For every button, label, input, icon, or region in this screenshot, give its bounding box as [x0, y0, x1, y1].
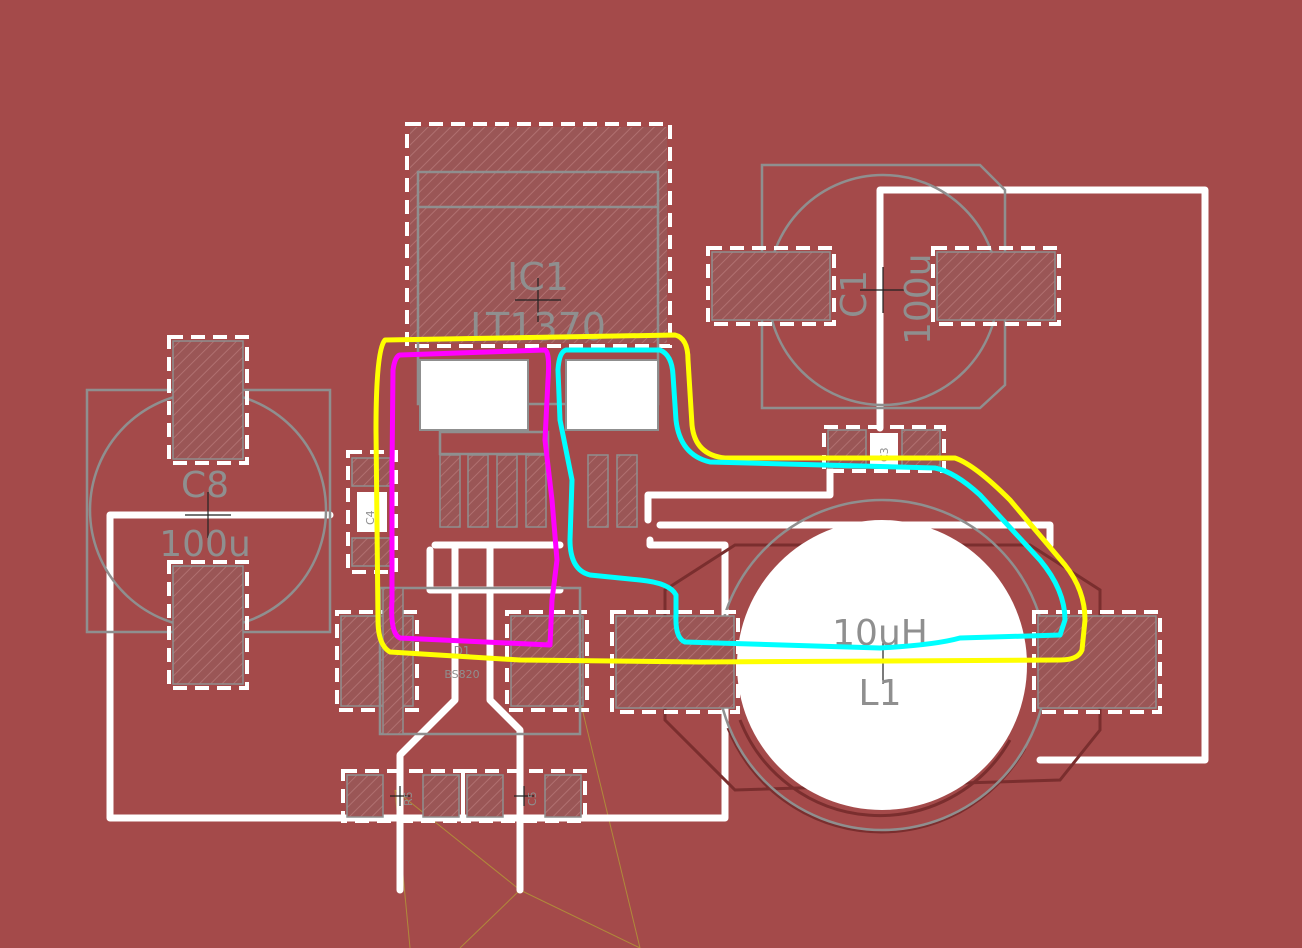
c1-value: 100u [898, 253, 939, 345]
c8-value: 100u [159, 524, 251, 565]
l1-name: L1 [859, 673, 902, 714]
capacitor-c5: C5 [461, 769, 587, 823]
ic1-pins [438, 430, 638, 528]
capacitor-c3: C3 [822, 425, 946, 473]
capacitor-c1: C1 100u [706, 163, 1061, 410]
c1-name: C1 [834, 270, 875, 318]
c5-name: C5 [526, 791, 539, 806]
c4-name: C4 [364, 510, 377, 525]
capacitor-c4: C4 [346, 450, 398, 574]
yellow-loop [373, 332, 1088, 665]
ratsnest-lines [394, 699, 641, 948]
magenta-loop [389, 347, 560, 648]
c8-name: C8 [181, 465, 229, 506]
capacitor-c8: C8 100u [85, 335, 332, 690]
r5-name: R5 [402, 791, 415, 806]
ic1-package: IC1 LT1370 [405, 122, 672, 528]
ic1-value: LT1370 [470, 305, 606, 349]
d1-value: BS820 [444, 668, 479, 681]
ic1-name: IC1 [507, 255, 569, 299]
resistor-r5: R5 [341, 769, 465, 823]
annotation-loops [373, 332, 1088, 665]
cyan-loop [555, 347, 1068, 651]
